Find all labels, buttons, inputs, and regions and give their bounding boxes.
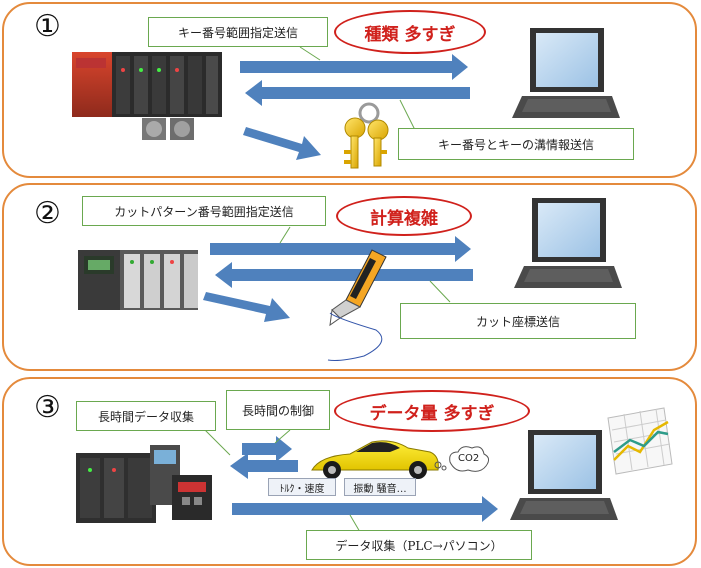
issue-ellipse-too-much-data: データ量 多すぎ	[334, 390, 530, 432]
callout-long-term-data-collection: 長時間データ収集	[76, 401, 216, 431]
arrow-right	[242, 436, 292, 462]
arrow-left	[215, 262, 473, 288]
panel-number: ③	[34, 390, 61, 425]
laptop-icon	[512, 28, 620, 118]
laptop-icon	[510, 430, 618, 520]
cutter-knife-icon	[329, 249, 387, 327]
panel-number: ①	[34, 9, 61, 44]
plc-rack-gray	[78, 250, 198, 310]
callout-key-range-send: キー番号範囲指定送信	[148, 17, 328, 47]
callout-key-groove-send: キー番号とキーの溝情報送信	[398, 128, 634, 160]
arrow-right	[232, 496, 498, 522]
co2-label: CO2	[458, 453, 480, 464]
plc-rack-red	[72, 52, 222, 117]
trend-chart-icon	[607, 407, 673, 475]
callout-cut-coordinate-send: カット座標送信	[400, 303, 636, 339]
issue-ellipse-too-many-types: 種類 多すぎ	[334, 10, 486, 54]
issue-ellipse-complex-calc: 計算複雑	[336, 196, 472, 236]
label-vibration-noise: 振動 騒音…	[344, 478, 416, 496]
callout-pointer	[429, 280, 451, 303]
arrow-right	[240, 54, 468, 80]
arrow-down-right	[243, 127, 321, 160]
callout-data-collection-plc-pc: データ収集（PLC→パソコン）	[306, 530, 532, 560]
callout-pointer	[274, 429, 291, 444]
arrow-left	[230, 453, 298, 479]
arrow-left	[245, 80, 470, 106]
callout-long-term-control: 長時間の制御	[226, 390, 330, 430]
callout-pointer	[299, 46, 321, 61]
car-icon	[311, 440, 439, 479]
callout-cut-pattern-range-send: カットパターン番号範囲指定送信	[82, 196, 326, 226]
cut-path-line	[327, 312, 383, 361]
panel-number: ②	[34, 196, 61, 231]
keys-icon	[344, 102, 389, 169]
laptop-icon	[514, 198, 622, 288]
callout-pointer	[279, 226, 291, 244]
servo-motors	[142, 118, 194, 140]
label-torque-speed: ﾄﾙｸ・速度	[268, 478, 336, 496]
arrow-down-right	[203, 292, 290, 322]
callout-pointer	[399, 99, 416, 131]
co2-cloud-icon	[434, 446, 490, 472]
callout-pointer	[349, 514, 361, 533]
plc-with-inverter	[76, 445, 212, 523]
arrow-right	[210, 236, 471, 262]
